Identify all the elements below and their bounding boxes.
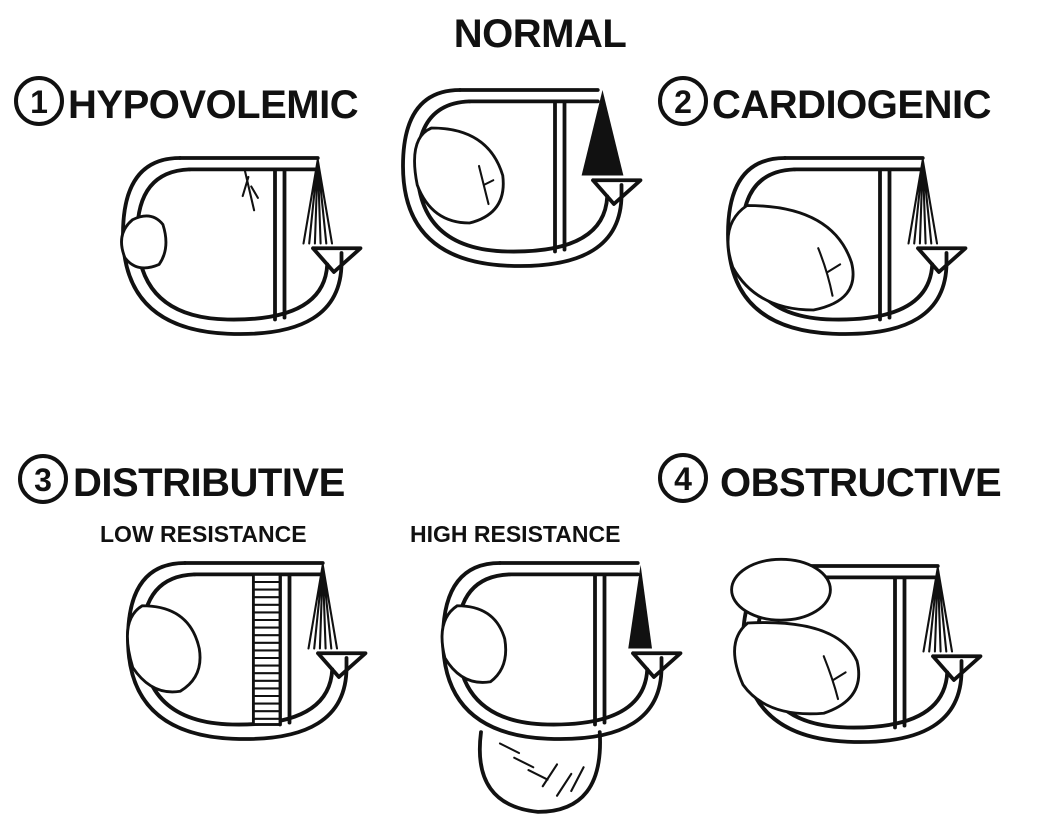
high-resistance-circulation-figure [442,563,680,812]
obstructive-heart [735,623,859,714]
hypovolemic-heart [122,216,166,268]
normal-heart [415,128,504,223]
panel-cardiogenic: 2 CARDIOGENIC [660,78,991,334]
dilated-vessel-bars [253,574,280,724]
low-resistance-circulation-figure [127,563,365,739]
panel-distributive: 3 DISTRIBUTIVE LOW RESISTANCE HIGH RESIS… [20,456,681,812]
panel-number: 2 [674,84,692,120]
panel-number: 4 [674,461,692,497]
panel-number: 3 [34,462,52,498]
normal-label: NORMAL [454,12,627,56]
high-resistance-label: HIGH RESISTANCE [410,521,620,547]
obstruction-mass [732,559,831,620]
cardiogenic-enlarged-heart [728,206,853,311]
panel-obstructive: 4 OBSTRUCTIVE [660,455,1001,742]
panel-label: DISTRIBUTIVE [73,461,345,505]
panel-label: CARDIOGENIC [712,83,991,127]
panel-number: 1 [30,84,48,120]
low-resistance-heart [127,606,200,692]
panel-label: OBSTRUCTIVE [720,461,1001,505]
panel-label: HYPOVOLEMIC [68,83,358,127]
panel-hypovolemic: 1 HYPOVOLEMIC [16,78,361,334]
normal-circulation-figure [403,90,641,266]
pooling-arrows-icon [500,744,584,796]
high-resistance-heart [442,606,506,683]
obstructive-circulation-figure [732,559,981,742]
bleeding-vessel-icon [243,169,258,210]
cardiogenic-circulation-figure [728,158,966,334]
low-resistance-label: LOW RESISTANCE [100,521,307,547]
hypovolemic-circulation-figure [122,158,361,334]
